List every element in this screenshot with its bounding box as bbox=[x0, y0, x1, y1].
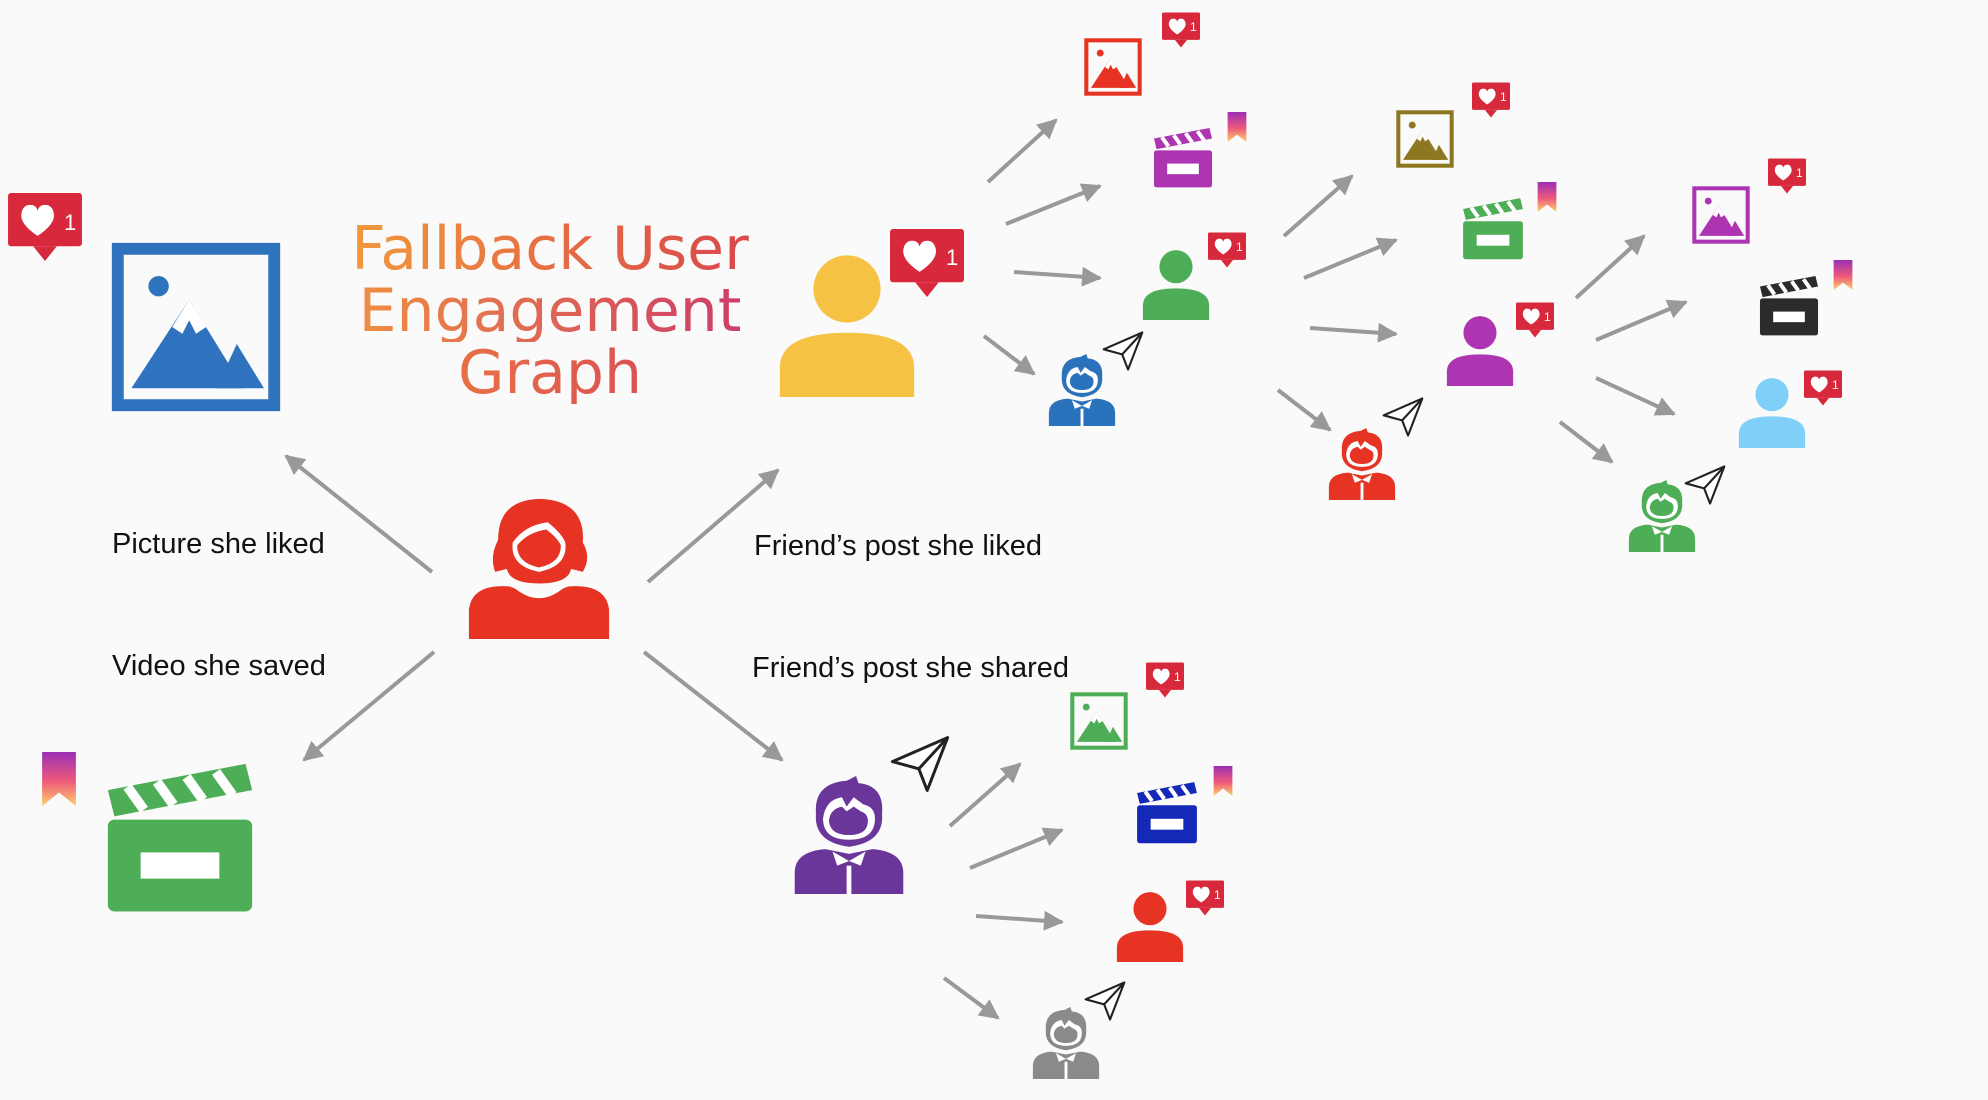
red-boy-icon bbox=[1328, 428, 1396, 500]
green-video-icon bbox=[1463, 198, 1523, 259]
label-friend-post-shared: Friend’s post she shared bbox=[752, 652, 1070, 684]
bookmark-icon bbox=[1833, 260, 1853, 290]
arrow-m-1 bbox=[1574, 234, 1646, 300]
bookmark-icon bbox=[1213, 766, 1233, 796]
olive-picture-icon bbox=[1398, 112, 1451, 165]
blue-boy-icon bbox=[1048, 354, 1116, 426]
title-line-2: Engagement bbox=[300, 280, 800, 342]
arrow-g-1 bbox=[1282, 174, 1354, 238]
title-line-3: Graph bbox=[300, 342, 800, 404]
bookmark-icon bbox=[1537, 182, 1557, 212]
arrow-p-4 bbox=[942, 976, 1000, 1020]
title-line-1: Fallback User bbox=[300, 218, 800, 280]
arrow-m-2 bbox=[1595, 299, 1688, 342]
picture-liked-icon bbox=[118, 249, 274, 405]
paper-plane-icon bbox=[890, 736, 950, 792]
magenta-video-icon bbox=[1154, 128, 1212, 187]
like-count: 1 bbox=[64, 210, 76, 235]
dark-video-icon bbox=[1760, 276, 1818, 335]
red-person-icon bbox=[1116, 892, 1184, 962]
arrow-p-2 bbox=[969, 827, 1064, 870]
arrow-to-friend-shared bbox=[642, 650, 784, 762]
green-boy-icon bbox=[1628, 480, 1696, 552]
arrows bbox=[284, 118, 1688, 1020]
magenta-person-icon bbox=[1446, 316, 1514, 386]
green-person-icon bbox=[1142, 250, 1210, 320]
like-count: 1 bbox=[1236, 240, 1243, 254]
label-picture-liked: Picture she liked bbox=[112, 528, 325, 560]
label-friend-post-liked: Friend’s post she liked bbox=[754, 530, 1043, 562]
paper-plane-icon bbox=[1084, 981, 1126, 1021]
arrow-p-1 bbox=[948, 762, 1022, 828]
arrow-y-4 bbox=[982, 334, 1036, 376]
paper-plane-icon bbox=[1102, 331, 1144, 371]
video-saved-icon bbox=[108, 764, 252, 912]
diagram-title: Fallback User Engagement Graph bbox=[300, 218, 800, 404]
light-blue-person-icon bbox=[1738, 378, 1806, 448]
grey-boy-icon bbox=[1032, 1007, 1100, 1079]
label-video-saved: Video she saved bbox=[112, 650, 326, 682]
like-count: 1 bbox=[1832, 378, 1839, 392]
arrow-g-2 bbox=[1303, 237, 1398, 280]
arrow-y-1 bbox=[986, 118, 1058, 184]
woman-user-icon bbox=[468, 498, 610, 639]
like-count: 1 bbox=[1214, 888, 1221, 902]
arrow-y-3 bbox=[1013, 266, 1102, 287]
arrow-to-friend-liked bbox=[646, 468, 780, 584]
like-count: 1 bbox=[1190, 20, 1197, 34]
friend-purple-boy-icon bbox=[794, 776, 904, 894]
arrow-m-4 bbox=[1558, 420, 1614, 464]
arrow-to-video-saved bbox=[302, 650, 436, 762]
arrow-to-picture-liked bbox=[284, 454, 434, 574]
paper-plane-icon bbox=[1684, 465, 1726, 505]
like-count: 1 bbox=[946, 245, 958, 270]
arrow-g-3 bbox=[1309, 322, 1398, 343]
magenta-picture-icon bbox=[1694, 188, 1747, 241]
arrow-y-2 bbox=[1005, 183, 1102, 226]
bookmark-icon bbox=[1227, 112, 1247, 142]
red-picture-icon bbox=[1086, 40, 1139, 93]
royal-blue-video-icon bbox=[1137, 782, 1197, 843]
like-count: 1 bbox=[1500, 90, 1507, 104]
like-count: 1 bbox=[1174, 670, 1181, 684]
arrow-g-4 bbox=[1276, 388, 1332, 432]
green-picture-icon bbox=[1072, 694, 1125, 747]
arrow-m-3 bbox=[1595, 376, 1676, 416]
paper-plane-icon bbox=[1382, 397, 1424, 437]
arrow-p-3 bbox=[975, 910, 1064, 931]
like-count: 1 bbox=[1796, 166, 1803, 180]
like-count: 1 bbox=[1544, 310, 1551, 324]
bookmark-icon bbox=[42, 752, 76, 806]
